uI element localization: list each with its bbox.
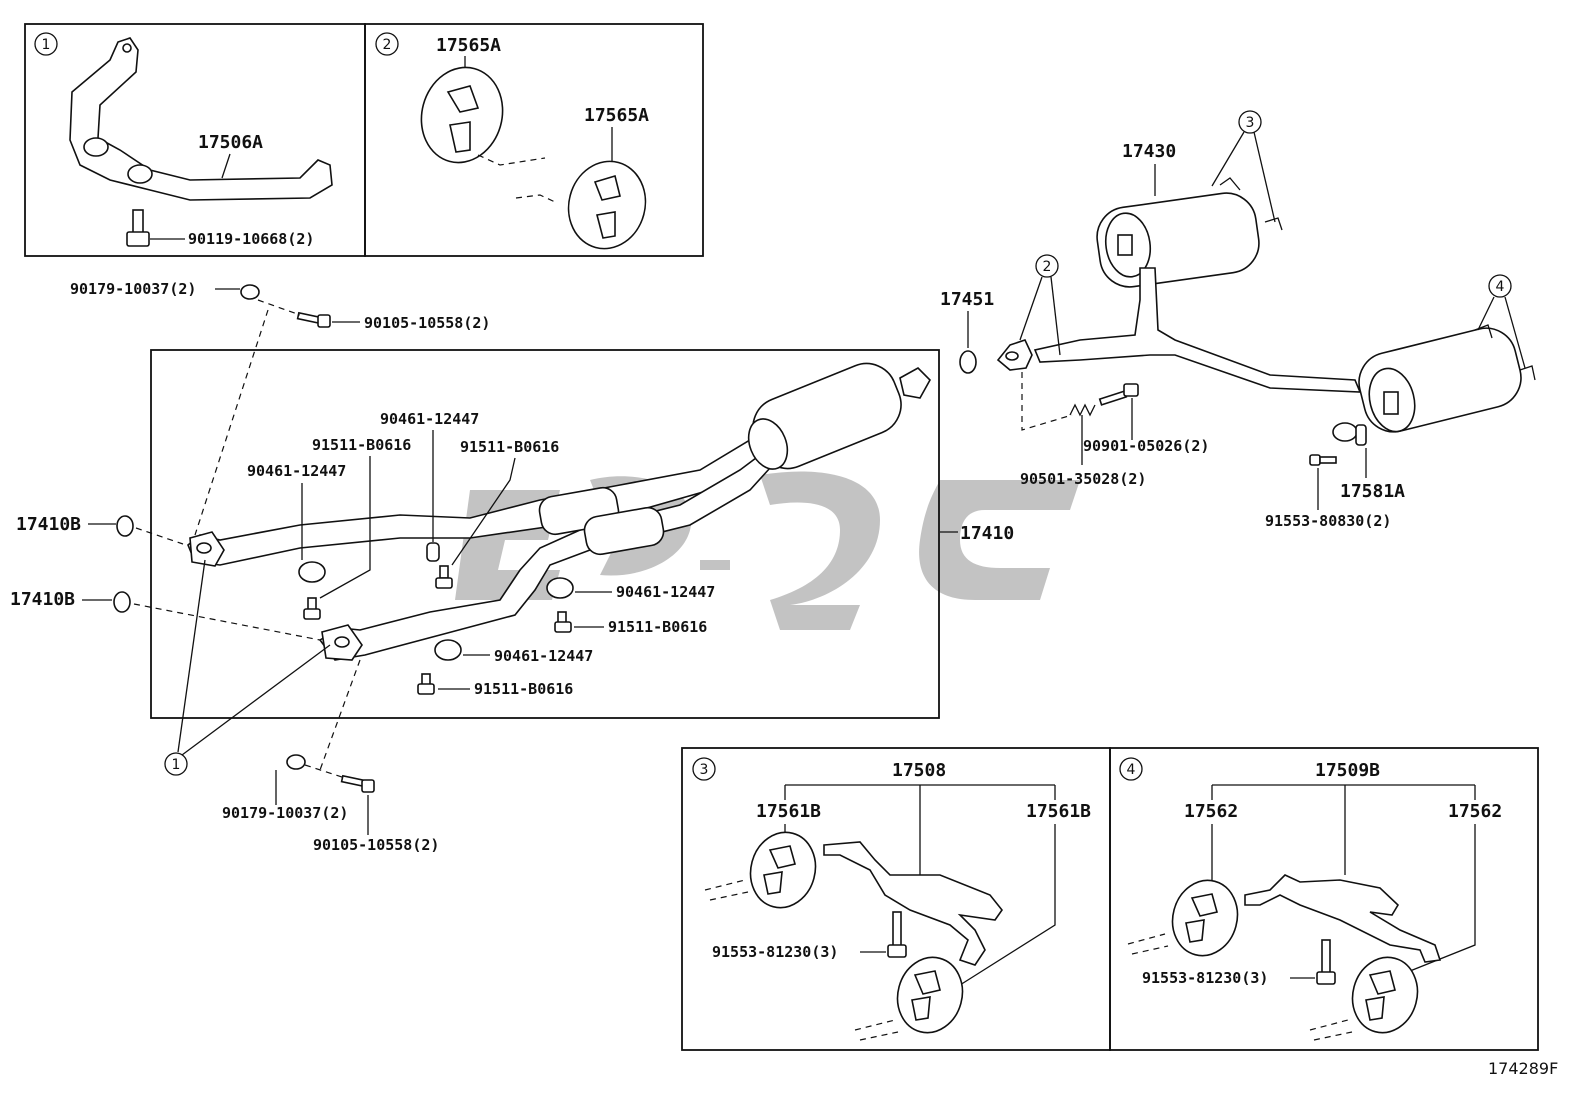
- bolt-90119: [126, 209, 150, 247]
- bolt-91511-c: [554, 611, 572, 633]
- label-90501: 90501-35028(2): [1020, 470, 1146, 488]
- svg-text:4: 4: [1127, 762, 1136, 778]
- nut-90179-top: [240, 284, 260, 300]
- clamp-90461-c: [546, 577, 574, 599]
- inset-box-4: [1109, 747, 1539, 1051]
- bolt-91553-80830: [1309, 454, 1337, 466]
- callout-1-lower: 1: [164, 752, 188, 776]
- label-17565A-1: 17565A: [436, 35, 501, 56]
- label-90461-d: 90461-12447: [494, 647, 593, 665]
- svg-text:3: 3: [700, 762, 709, 778]
- clamp-90461-d: [434, 639, 462, 661]
- svg-text:3: 3: [1246, 115, 1255, 131]
- clamp-90461-b: [298, 561, 326, 583]
- svg-text:1: 1: [172, 757, 181, 773]
- label-17509B: 17509B: [1315, 760, 1380, 781]
- callout-3-main: 3: [1238, 110, 1262, 134]
- hanger-17581A: [1332, 422, 1367, 446]
- rubber-hanger-17562-2: [1351, 956, 1419, 1034]
- label-17508: 17508: [892, 760, 946, 781]
- main-box-17410: [150, 349, 940, 719]
- label-91553-81230-a: 91553-81230(3): [712, 943, 838, 961]
- label-91511-b: 91511-B0616: [460, 438, 559, 456]
- callout-4-inset: 4: [1119, 757, 1143, 781]
- label-90179-top: 90179-10037(2): [70, 280, 196, 298]
- label-17410: 17410: [960, 523, 1014, 544]
- bracket-17508: [823, 841, 1003, 966]
- label-17410B-2: 17410B: [10, 589, 75, 610]
- label-90461-c: 90461-12447: [616, 583, 715, 601]
- figure-id: 174289F: [1488, 1059, 1558, 1078]
- label-17430: 17430: [1122, 141, 1176, 162]
- label-91511-c: 91511-B0616: [608, 618, 707, 636]
- svg-text:2: 2: [1043, 259, 1052, 275]
- rubber-hanger-17561B-2: [896, 956, 964, 1034]
- inset-box-2: [364, 23, 704, 257]
- rubber-hanger-17561B-1: [749, 831, 817, 909]
- bolt-91553-81230-a: [887, 911, 907, 958]
- bracket-17509B: [1244, 874, 1442, 963]
- bolt-91511-d: [417, 673, 435, 695]
- label-17581A: 17581A: [1340, 481, 1405, 502]
- callout-4-main: 4: [1488, 274, 1512, 298]
- bolt-91553-81230-b: [1316, 939, 1336, 985]
- svg-text:1: 1: [42, 37, 51, 53]
- label-17562-1: 17562: [1184, 801, 1238, 822]
- label-90119-10668: 90119-10668(2): [188, 230, 314, 248]
- label-17410B-1: 17410B: [16, 514, 81, 535]
- label-90179-bot: 90179-10037(2): [222, 804, 348, 822]
- label-91553-80830: 91553-80830(2): [1265, 512, 1391, 530]
- callout-1-inset: 1: [34, 32, 58, 56]
- label-90461-a: 90461-12447: [380, 410, 479, 428]
- gasket-17410B-2: [113, 591, 131, 613]
- spring-90501: [1069, 403, 1096, 417]
- label-17565A-2: 17565A: [584, 105, 649, 126]
- label-90105-bot: 90105-10558(2): [313, 836, 439, 854]
- callout-2-inset: 2: [375, 32, 399, 56]
- gasket-17451: [959, 350, 977, 374]
- gasket-17410B-1: [116, 515, 134, 537]
- bolt-90105-top: [296, 311, 331, 328]
- bolt-90105-bot: [340, 774, 375, 793]
- label-17562-2: 17562: [1448, 801, 1502, 822]
- label-17506A: 17506A: [198, 132, 263, 153]
- bolt-90901: [1098, 383, 1139, 406]
- front-pipe-17410: [187, 362, 931, 661]
- rubber-hanger-17565A-2: [567, 160, 647, 250]
- bolt-91511-b: [435, 565, 453, 589]
- label-90105-top: 90105-10558(2): [364, 314, 490, 332]
- label-91553-81230-b: 91553-81230(3): [1142, 969, 1268, 987]
- bolt-91511-a: [303, 597, 321, 620]
- rubber-hanger-17565A-1: [420, 66, 504, 164]
- svg-text:2: 2: [383, 37, 392, 53]
- label-90901: 90901-05026(2): [1083, 437, 1209, 455]
- rubber-hanger-17562-1: [1171, 879, 1239, 957]
- label-17561B-2: 17561B: [1026, 801, 1091, 822]
- label-17451: 17451: [940, 289, 994, 310]
- bracket-17506A: [69, 37, 333, 201]
- muffler-17430: [996, 177, 1536, 433]
- svg-text:4: 4: [1496, 279, 1505, 295]
- label-90461-b: 90461-12447: [247, 462, 346, 480]
- label-91511-a: 91511-B0616: [312, 436, 411, 454]
- nut-90179-bot: [286, 754, 306, 770]
- callout-2-main: 2: [1035, 254, 1059, 278]
- clamp-90461-a: [426, 542, 440, 562]
- label-91511-d: 91511-B0616: [474, 680, 573, 698]
- label-17561B-1: 17561B: [756, 801, 821, 822]
- callout-3-inset: 3: [692, 757, 716, 781]
